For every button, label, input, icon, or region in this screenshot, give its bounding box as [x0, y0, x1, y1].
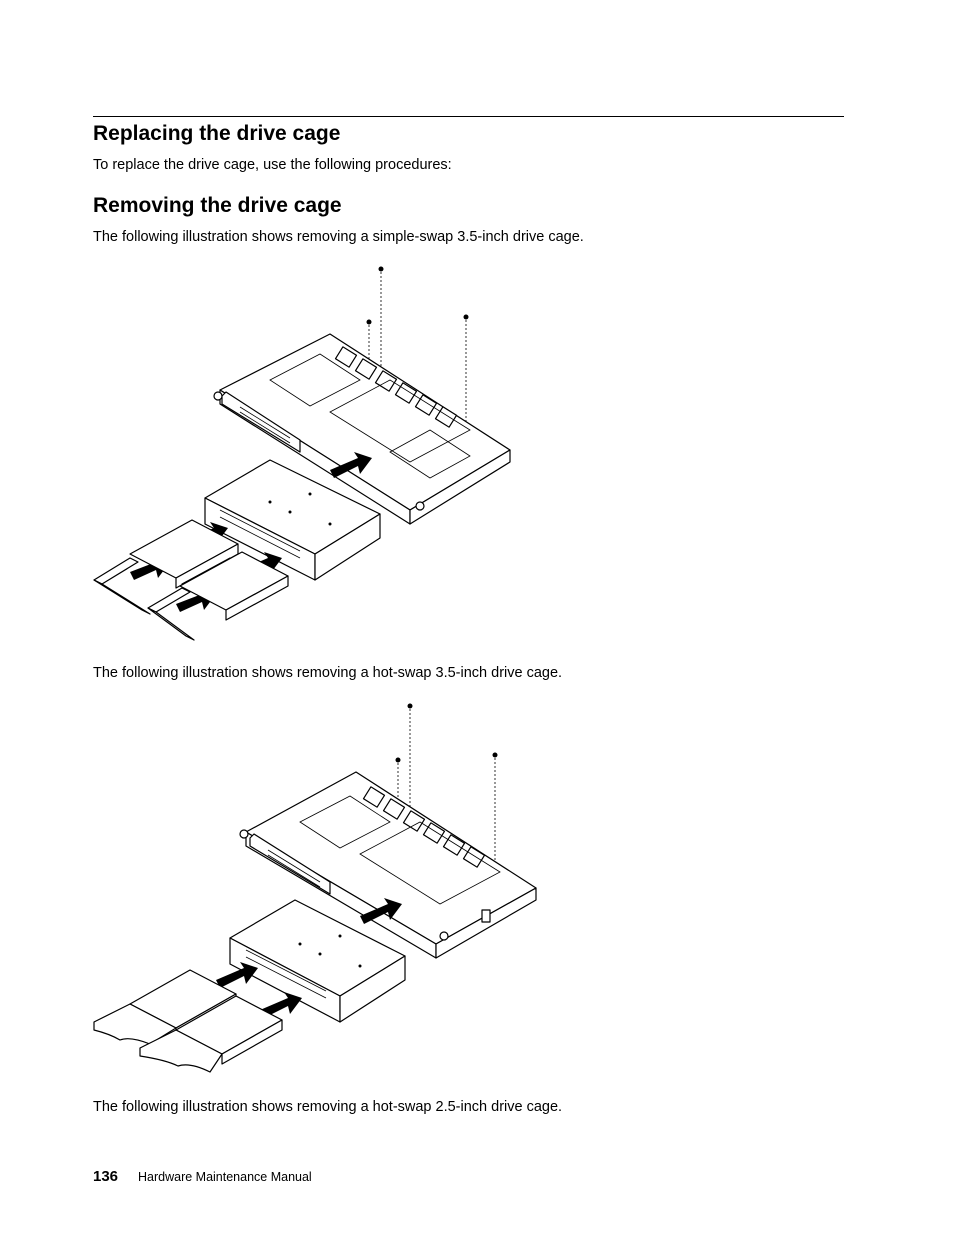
- arrow-icon: [360, 898, 402, 924]
- manual-title: Hardware Maintenance Manual: [138, 1170, 312, 1184]
- header-rule: [93, 116, 844, 117]
- hard-disk-drive: [147, 551, 289, 641]
- arrow-icon: [330, 452, 372, 478]
- subsection-title: Removing the drive cage: [93, 194, 342, 217]
- arrow-icon: [216, 962, 258, 988]
- figure-simple-swap-drive-cage: [93, 266, 511, 641]
- section-intro: To replace the drive cage, use the follo…: [93, 157, 452, 173]
- figure-hot-swap-drive-cage: [93, 703, 537, 1073]
- hot-swap-drive: [139, 995, 283, 1073]
- drive-cage: [229, 899, 406, 1023]
- arrow-icon: [260, 992, 302, 1018]
- caption-hot-swap-3-5: The following illustration shows removin…: [93, 665, 563, 681]
- page-number: 136: [93, 1168, 119, 1185]
- drive-cage: [204, 459, 381, 581]
- server-chassis: [213, 333, 511, 525]
- section-title: Replacing the drive cage: [93, 122, 341, 145]
- server-chassis: [239, 771, 537, 959]
- caption-simple-swap: The following illustration shows removin…: [93, 229, 584, 245]
- caption-hot-swap-2-5: The following illustration shows removin…: [93, 1099, 563, 1115]
